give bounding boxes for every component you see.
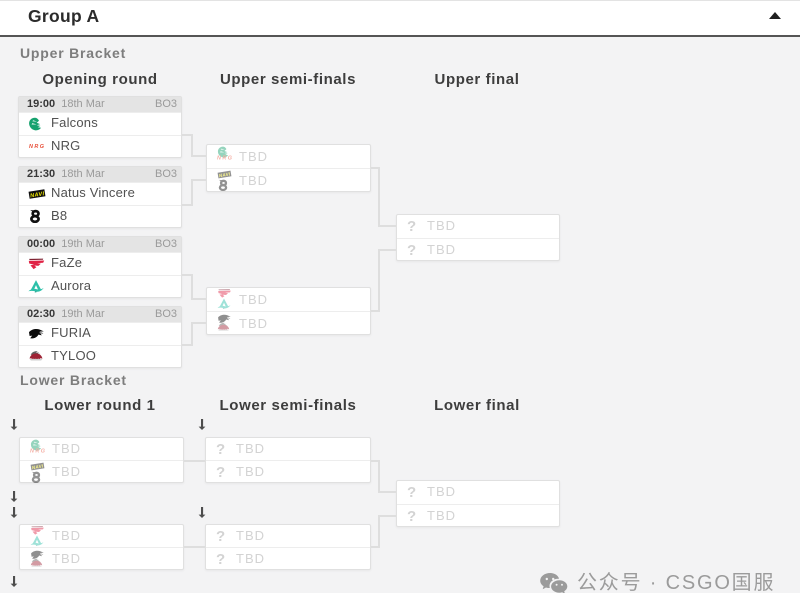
svg-text:NRG: NRG [217, 156, 232, 161]
svg-text:NRG: NRG [30, 449, 45, 454]
svg-text:NAVI: NAVI [30, 191, 45, 199]
svg-text:NAVI: NAVI [219, 171, 232, 178]
svg-text:NRG: NRG [29, 144, 45, 149]
svg-text:NAVI: NAVI [32, 463, 45, 470]
